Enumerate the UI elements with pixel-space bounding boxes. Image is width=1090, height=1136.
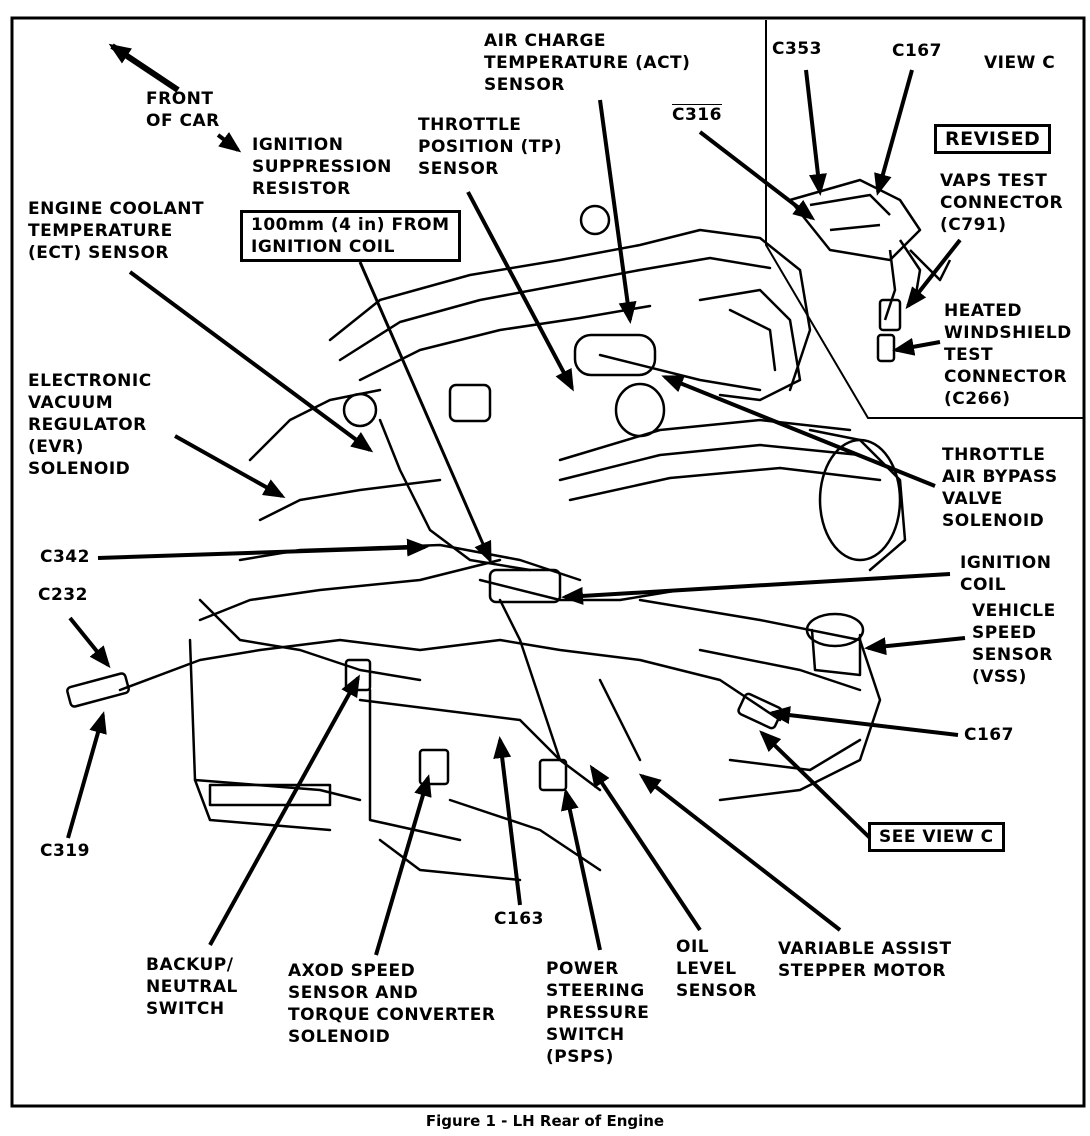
figure-frame: [10, 16, 1086, 1108]
suppression-resistor-arrow: [216, 132, 242, 153]
psps-label: POWER STEERING PRESSURE SWITCH (PSPS): [546, 959, 650, 1067]
oil-level-sensor-label: OIL LEVEL SENSOR: [676, 937, 757, 1001]
act-sensor-label: AIR CHARGE TEMPERATURE (ACT) SENSOR: [484, 31, 691, 95]
backup-neutral-switch-label: BACKUP/ NEUTRAL SWITCH: [146, 955, 238, 1019]
evr-arrow: [174, 434, 286, 498]
evr-solenoid-label: ELECTRONIC VACUUM REGULATOR (EVR) SOLENO…: [28, 371, 152, 479]
c167-view-label: C167: [892, 41, 942, 61]
axod-arrow: [374, 774, 432, 956]
front-of-car-arrow: [108, 43, 180, 93]
engine-illustration: [66, 204, 907, 882]
c163-arrow: [493, 736, 522, 906]
axod-speed-sensor-label: AXOD SPEED SENSOR AND TORQUE CONVERTER S…: [288, 961, 496, 1047]
figure-caption: Figure 1 - LH Rear of Engine: [425, 1112, 665, 1130]
c167-label: C167: [964, 725, 1014, 745]
leader-lines: [66, 43, 966, 956]
ect-sensor-label: ENGINE COOLANT TEMPERATURE (ECT) SENSOR: [28, 199, 205, 263]
c232-label: C232: [38, 585, 88, 605]
ect-sensor-arrow: [128, 270, 374, 453]
ignition-coil-label: IGNITION COIL: [960, 553, 1052, 595]
throttle-air-bypass-label: THROTTLE AIR BYPASS VALVE SOLENOID: [942, 445, 1058, 531]
c316-label: C316: [672, 105, 722, 125]
c342-arrow: [97, 538, 429, 560]
oil-level-arrow: [589, 764, 702, 932]
throttle-bypass-arrow: [661, 375, 936, 488]
ignition-coil-arrow: [561, 572, 951, 605]
revised-badge: REVISED: [934, 124, 1052, 154]
stepper-motor-arrow: [638, 773, 842, 932]
c342-label: C342: [40, 547, 90, 567]
view-c-title: VIEW C: [984, 53, 1056, 73]
see-view-c-arrow: [759, 730, 872, 840]
front-of-car-label: FRONT OF CAR: [146, 89, 220, 131]
heated-windshield-arrow: [892, 337, 941, 356]
c163-label: C163: [494, 909, 544, 929]
view-c-inset-frame: [765, 20, 1084, 419]
c232-arrow: [68, 616, 111, 669]
c167-arrow: [768, 706, 959, 737]
distance-note-label: 100mm (4 in) FROM IGNITION COIL: [240, 210, 461, 262]
psps-arrow: [560, 788, 602, 951]
vaps-test-connector-label: VAPS TEST CONNECTOR (C791): [940, 171, 1064, 235]
vaps-arrow: [905, 238, 962, 310]
backup-switch-arrow: [208, 674, 360, 946]
view-c-connector-illustration: [788, 178, 952, 363]
vss-label: VEHICLE SPEED SENSOR (VSS): [972, 601, 1056, 687]
vss-arrow: [864, 636, 966, 656]
c319-label: C319: [40, 841, 90, 861]
c353-arrow: [804, 69, 827, 196]
act-sensor-arrow: [598, 99, 637, 324]
ignition-suppression-resistor-label: IGNITION SUPPRESSION RESISTOR: [252, 135, 392, 199]
tp-sensor-label: THROTTLE POSITION (TP) SENSOR: [418, 115, 563, 179]
variable-assist-stepper-label: VARIABLE ASSIST STEPPER MOTOR: [778, 939, 952, 981]
distance-note-arrow: [358, 261, 492, 564]
c319-arrow: [66, 711, 107, 839]
c167-view-arrow: [874, 69, 914, 196]
c316-arrow: [698, 130, 816, 221]
c353-label: C353: [772, 39, 822, 59]
see-view-c-label: SEE VIEW C: [868, 822, 1005, 852]
heated-windshield-label: HEATED WINDSHIELD TEST CONNECTOR (C266): [944, 301, 1072, 409]
tp-sensor-arrow: [466, 191, 574, 392]
